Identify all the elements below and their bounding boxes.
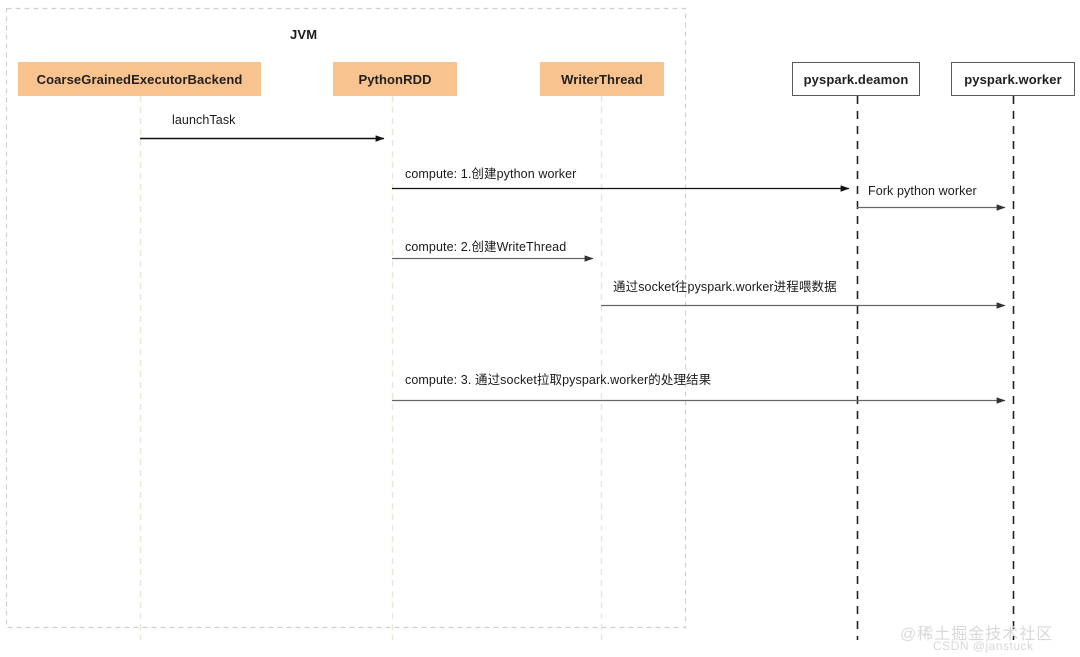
message-label-pull-results-over-socket: compute: 3. 通过socket拉取pyspark.worker的处理结… [405, 373, 712, 387]
participant-coarse-grained-executor-backend[interactable]: CoarseGrainedExecutorBackend [18, 62, 261, 96]
message-label-compute-create-python-worker: compute: 1.创建python worker [405, 167, 577, 181]
message-label-compute-create-write-thread: compute: 2.创建WriteThread [405, 240, 567, 254]
participant-label: pyspark.worker [964, 71, 1062, 87]
participant-label: PythonRDD [358, 71, 432, 87]
message-label-launch-task: launchTask [172, 113, 236, 127]
participant-pyspark-deamon[interactable]: pyspark.deamon [792, 62, 920, 96]
participant-python-rdd[interactable]: PythonRDD [333, 62, 457, 96]
participant-label: WriterThread [561, 71, 643, 87]
message-arrows [140, 135, 1006, 404]
message-label-feed-data-over-socket: 通过socket往pyspark.worker进程喂数据 [613, 280, 837, 294]
jvm-frame-border [5, 7, 687, 629]
participant-label: pyspark.deamon [803, 71, 909, 87]
participant-pyspark-worker[interactable]: pyspark.worker [951, 62, 1075, 96]
lifelines [139, 96, 1015, 640]
participant-writer-thread[interactable]: WriterThread [540, 62, 664, 96]
participant-label: CoarseGrainedExecutorBackend [36, 71, 243, 87]
message-label-fork-python-worker: Fork python worker [868, 184, 977, 198]
frame-label-jvm: JVM [290, 27, 318, 42]
jvm-frame [5, 7, 687, 629]
